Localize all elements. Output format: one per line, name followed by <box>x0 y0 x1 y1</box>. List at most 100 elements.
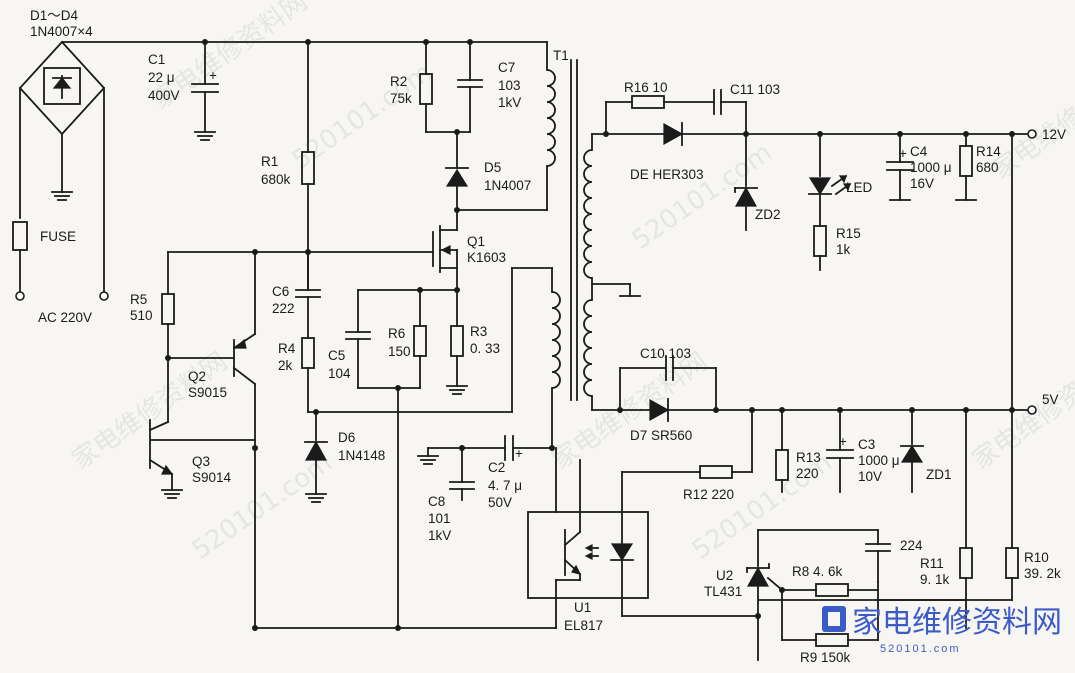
label-q2: Q2 <box>188 369 206 384</box>
label-zd2: ZD2 <box>755 207 781 222</box>
label-c2: C2 <box>488 460 505 475</box>
svg-text:+: + <box>899 146 907 161</box>
label-u2-part: TL431 <box>704 584 742 599</box>
label-c1: C1 <box>148 52 165 67</box>
label-c2-voltage: 50V <box>488 495 512 510</box>
label-c5-value: 104 <box>328 366 351 381</box>
label-r1-value: 680k <box>261 172 291 187</box>
label-r4-value: 2k <box>278 358 293 373</box>
label-c6: C6 <box>272 284 289 299</box>
label-d6: D6 <box>338 430 355 445</box>
label-r8: R8 4. 6k <box>792 564 843 579</box>
resistor-r5 <box>161 293 175 325</box>
label-c10: C10 103 <box>640 346 691 361</box>
label-q3-part: S9014 <box>192 470 232 485</box>
resistor-r3 <box>450 325 464 357</box>
diode-d6 <box>304 440 328 461</box>
label-u2: U2 <box>716 568 733 583</box>
transistor-q2 <box>167 332 257 386</box>
svg-text:+: + <box>515 446 523 461</box>
label-c8-voltage: 1kV <box>428 528 451 543</box>
label-c4-voltage: 16V <box>910 176 934 191</box>
label-r3-value: 0. 33 <box>470 341 500 356</box>
label-r9: R9 150k <box>800 650 851 665</box>
label-r10: R10 <box>1024 550 1049 565</box>
label-u1-part: EL817 <box>564 618 603 633</box>
label-d7: D7 SR560 <box>630 428 692 443</box>
resistor-r10 <box>1005 547 1019 579</box>
component-labels: D1～D4 1N4007×4 C1 22 μ 400V FUSE AC 220V… <box>30 8 1066 665</box>
transistor-q3 <box>148 357 256 476</box>
mosfet-q1 <box>307 209 458 291</box>
label-c3: C3 <box>858 437 875 452</box>
label-c7-value: 103 <box>498 78 521 93</box>
capacitor-c1: + <box>191 39 219 141</box>
label-c8: C8 <box>428 494 445 509</box>
label-r11-value: 9. 1k <box>920 572 950 587</box>
label-c7: C7 <box>498 60 515 75</box>
label-q2-part: S9015 <box>188 385 227 400</box>
fuse-symbol <box>12 221 28 251</box>
label-c5: C5 <box>328 348 345 363</box>
zener-zd2 <box>734 186 758 207</box>
site-logo: 家电维修资料网 520101.com <box>822 606 1062 655</box>
label-c3-value: 1000 μ <box>858 453 900 468</box>
resistor-r8 <box>815 583 849 597</box>
label-r4: R4 <box>278 341 296 356</box>
label-led: LED <box>846 180 873 195</box>
label-d5: D5 <box>484 160 501 175</box>
zener-zd1 <box>900 444 924 463</box>
label-c4-value: 1000 μ <box>910 160 952 175</box>
resistor-r11 <box>959 547 973 579</box>
label-c1-voltage: 400V <box>148 88 180 103</box>
label-r14: R14 <box>976 144 1001 159</box>
diode-d5 <box>445 168 469 187</box>
label-c6-value: 222 <box>272 301 295 316</box>
resistor-r6 <box>413 325 427 357</box>
diode-de <box>663 122 684 146</box>
label-d1-d4: D1～D4 <box>30 8 79 23</box>
watermark-text: 家电维修资料网 <box>967 347 1075 476</box>
ground-icon <box>51 191 73 201</box>
resistor-r14 <box>959 145 973 177</box>
resistor-r16 <box>631 95 665 109</box>
label-t1: T1 <box>553 48 569 63</box>
label-r13: R13 <box>796 450 821 465</box>
output-12v-terminal <box>1027 129 1037 139</box>
label-de: DE HER303 <box>630 167 704 182</box>
optocoupler-u1 <box>527 511 649 629</box>
label-r6-value: 150 <box>388 344 411 359</box>
site-logo-url: 520101.com <box>880 643 961 655</box>
label-r14-value: 680 <box>976 160 999 175</box>
shunt-regulator-u2 <box>746 566 770 587</box>
label-r15-value: 1k <box>836 242 851 257</box>
label-r5-value: 510 <box>130 308 153 323</box>
label-fuse: FUSE <box>40 229 76 244</box>
label-r13-value: 220 <box>796 466 819 481</box>
label-r10-value: 39. 2k <box>1024 566 1061 581</box>
resistor-r15 <box>813 225 827 257</box>
label-r6: R6 <box>388 326 405 341</box>
label-c4: C4 <box>910 144 928 159</box>
label-c1-value: 22 μ <box>148 70 175 85</box>
watermark-text: 家电维修资料网 <box>987 57 1075 186</box>
label-c224: 224 <box>900 538 923 553</box>
label-r16: R16 10 <box>624 80 668 95</box>
output-5v-terminal <box>1027 405 1037 415</box>
svg-text:+: + <box>209 68 217 83</box>
label-d6-part: 1N4148 <box>338 448 385 463</box>
label-r11: R11 <box>920 556 944 571</box>
site-logo-text: 家电维修资料网 <box>852 606 1062 639</box>
label-c3-voltage: 10V <box>858 469 882 484</box>
svg-text:+: + <box>839 434 847 449</box>
diode-d7 <box>649 398 670 422</box>
label-c11: C11 103 <box>730 82 780 97</box>
label-ac-input: AC 220V <box>38 310 92 325</box>
label-d1-d4-part: 1N4007×4 <box>30 24 93 39</box>
label-q1: Q1 <box>467 234 485 249</box>
label-q1-part: K1603 <box>467 250 506 265</box>
resistor-r9 <box>815 633 849 647</box>
label-u1: U1 <box>574 600 591 615</box>
